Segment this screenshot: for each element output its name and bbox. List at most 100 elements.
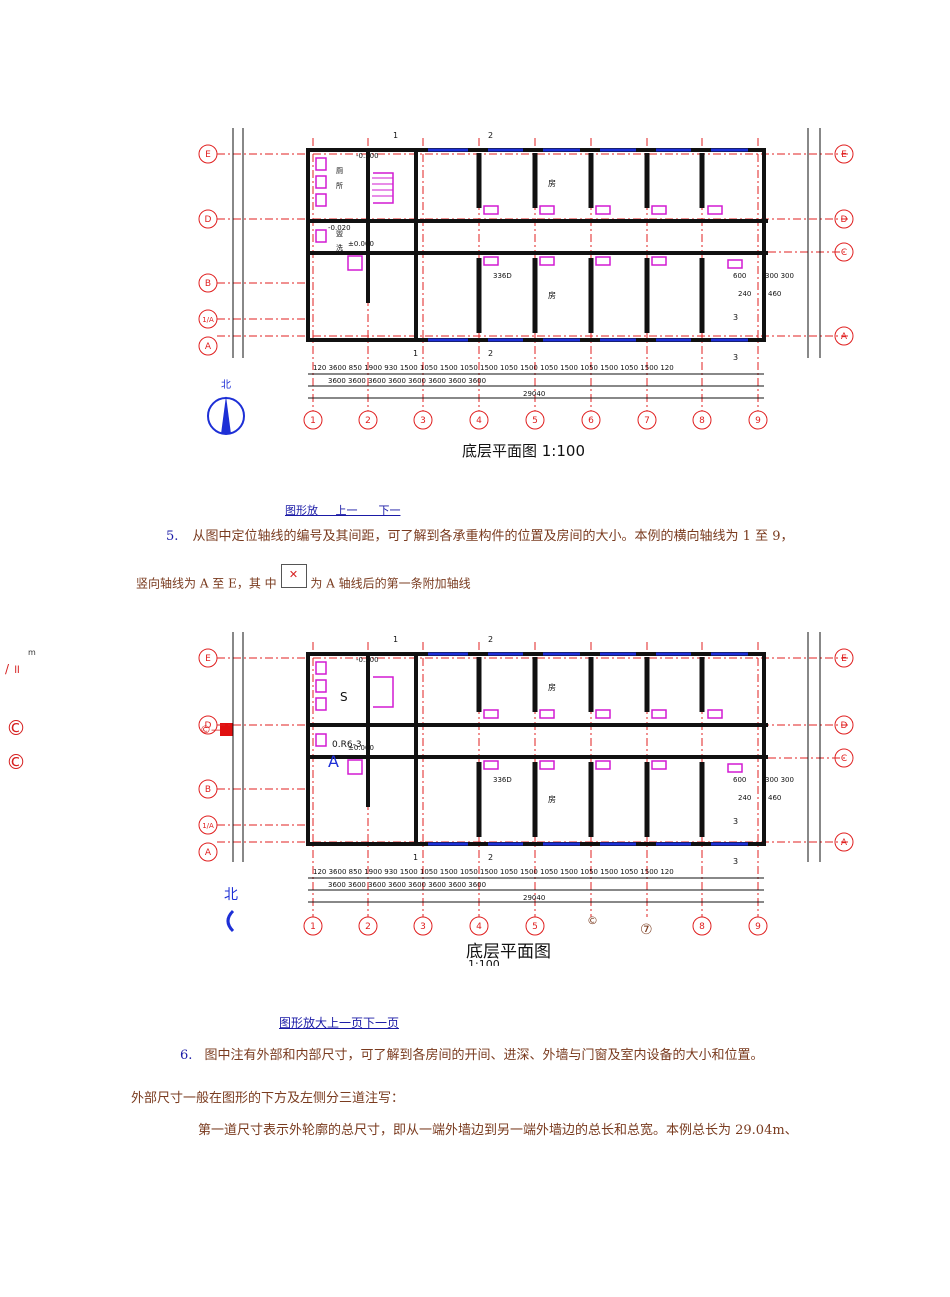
svg-text:E: E bbox=[205, 654, 211, 664]
svg-text:8: 8 bbox=[699, 922, 705, 932]
svg-text:D: D bbox=[205, 721, 212, 731]
svg-text:600: 600 bbox=[733, 272, 746, 280]
paragraph-8: 第一道尺寸表示外轮廓的总尺寸，即从一端外墙边到另一端外墙边的总长和总宽。本例总长… bbox=[198, 1123, 798, 1138]
svg-text:29040: 29040 bbox=[523, 894, 545, 902]
paragraph-6: 6. 图中注有外部和内部尺寸，可了解到各房间的开间、进深、外墙与门窗及室内设备的… bbox=[180, 1044, 764, 1063]
svg-text:E: E bbox=[841, 150, 847, 160]
svg-text:3: 3 bbox=[420, 416, 426, 426]
svg-text:2: 2 bbox=[365, 416, 371, 426]
svg-text:2: 2 bbox=[365, 922, 371, 932]
svg-text:240: 240 bbox=[738, 290, 751, 298]
north-arc-icon bbox=[226, 909, 235, 933]
svg-text:460: 460 bbox=[768, 290, 781, 298]
svg-text:3: 3 bbox=[733, 817, 738, 826]
plan2-title: 底层平面图 bbox=[466, 942, 551, 962]
para5-text: 从图中定位轴线的编号及其间距，可了解到各承重构件的位置及房间的大小。本例的横向轴… bbox=[192, 529, 794, 544]
svg-text:E: E bbox=[841, 654, 847, 664]
svg-text:5: 5 bbox=[532, 416, 538, 426]
plan2-north: 北 bbox=[224, 887, 238, 903]
svg-text:所: 所 bbox=[336, 181, 343, 190]
svg-text:E: E bbox=[205, 150, 211, 160]
plan1-room-toilet: 厕 bbox=[336, 167, 343, 175]
svg-text:3: 3 bbox=[733, 857, 738, 866]
svg-text:-0.300: -0.300 bbox=[356, 656, 379, 664]
plan2-label-1: 0.R6-3 bbox=[332, 740, 362, 750]
svg-text:120 3600 850 1900 930 15: 120 3600 850 1900 930 1500 1050 1500 105… bbox=[313, 364, 674, 372]
axis-1A-image-icon: ✕ bbox=[280, 564, 307, 588]
svg-text:7: 7 bbox=[644, 416, 650, 426]
svg-text:北: 北 bbox=[221, 379, 231, 391]
svg-text:B: B bbox=[205, 785, 211, 795]
nav2-link[interactable]: 图形放大上一页下一页 bbox=[279, 1016, 400, 1030]
svg-text:600: 600 bbox=[733, 776, 746, 784]
para6-number: 6. bbox=[180, 1048, 193, 1063]
svg-text:3: 3 bbox=[733, 353, 738, 362]
svg-text:2: 2 bbox=[488, 853, 493, 862]
para5b-before: 竖向轴线为 A 至 E，其 中 bbox=[136, 576, 277, 591]
svg-text:6: 6 bbox=[588, 416, 594, 426]
paragraph-5: 5. 从图中定位轴线的编号及其间距，可了解到各承重构件的位置及房间的大小。本例的… bbox=[166, 525, 794, 544]
side-mark-b: m bbox=[28, 648, 36, 657]
svg-text:A: A bbox=[841, 838, 848, 848]
svg-text:1: 1 bbox=[310, 416, 316, 426]
svg-text:D: D bbox=[841, 215, 848, 225]
svg-text:盥: 盥 bbox=[336, 229, 343, 238]
paragraph-7: 外部尺寸一般在图形的下方及左侧分三道注写： bbox=[131, 1091, 405, 1106]
svg-text:房: 房 bbox=[548, 290, 556, 300]
nav1-link[interactable]: 图形放 上一 下一 bbox=[285, 504, 401, 517]
svg-text:5: 5 bbox=[532, 922, 538, 932]
plan2-label-4: © bbox=[587, 914, 598, 927]
north-arrow-icon: 北 bbox=[207, 379, 245, 435]
svg-text:9: 9 bbox=[755, 416, 761, 426]
svg-text:房: 房 bbox=[548, 178, 556, 188]
svg-text:房: 房 bbox=[548, 682, 556, 692]
svg-text:300 300: 300 300 bbox=[765, 776, 794, 784]
svg-text:120 3600 850 1900 930 15: 120 3600 850 1900 930 1500 1050 1500 105… bbox=[313, 868, 674, 876]
svg-text:3600 3600 3: 3600 3600 3600 3600 3600 3600 3600 3600 bbox=[328, 377, 486, 385]
svg-text:1: 1 bbox=[393, 635, 398, 644]
svg-text:1/A: 1/A bbox=[202, 822, 214, 830]
svg-text:±0.000: ±0.000 bbox=[348, 240, 374, 248]
svg-text:D: D bbox=[205, 215, 212, 225]
floor-plan-1: 厕 所 盥洗 房 房 336D -0.300 ±0.000 -0.020 600… bbox=[188, 118, 868, 458]
paragraph-5b: 竖向轴线为 A 至 E，其 中 ✕ 为 A 轴线后的第一条附加轴线 bbox=[136, 564, 471, 596]
svg-text:房: 房 bbox=[548, 794, 556, 804]
svg-text:-0.020: -0.020 bbox=[328, 224, 351, 232]
svg-text:336D: 336D bbox=[493, 776, 512, 784]
svg-text:B: B bbox=[205, 279, 211, 289]
plan2-label-5: ⑦ bbox=[640, 922, 653, 938]
svg-text:洗: 洗 bbox=[336, 243, 343, 252]
svg-text:336D: 336D bbox=[493, 272, 512, 280]
svg-text:C: C bbox=[841, 754, 847, 764]
svg-text:29040: 29040 bbox=[523, 390, 545, 398]
plan2-label-2: S bbox=[340, 690, 348, 704]
svg-text:±0.000: ±0.000 bbox=[348, 744, 374, 752]
svg-text:A: A bbox=[205, 342, 212, 352]
para5b-after: 为 A 轴线后的第一条附加轴线 bbox=[310, 576, 471, 591]
para6-text: 图中注有外部和内部尺寸，可了解到各房间的开间、进深、外墙与门窗及室内设备的大小和… bbox=[204, 1048, 764, 1063]
svg-text:1/A: 1/A bbox=[202, 316, 214, 324]
svg-text:3: 3 bbox=[733, 313, 738, 322]
side-mark-a: / ॥ bbox=[5, 662, 21, 676]
svg-text:460: 460 bbox=[768, 794, 781, 802]
svg-text:A: A bbox=[205, 848, 212, 858]
svg-text:-0.300: -0.300 bbox=[356, 152, 379, 160]
side-mark-d: © bbox=[6, 750, 26, 774]
svg-text:300 300: 300 300 bbox=[765, 272, 794, 280]
para5-number: 5. bbox=[166, 529, 179, 544]
svg-text:D: D bbox=[841, 721, 848, 731]
side-mark-c: © bbox=[6, 716, 26, 740]
svg-text:2: 2 bbox=[488, 635, 493, 644]
svg-text:3600 3600 3: 3600 3600 3600 3600 3600 3600 3600 3600 bbox=[328, 881, 486, 889]
svg-text:A: A bbox=[841, 332, 848, 342]
svg-text:4: 4 bbox=[476, 922, 482, 932]
svg-text:240: 240 bbox=[738, 794, 751, 802]
svg-text:2: 2 bbox=[488, 349, 493, 358]
floor-plan-2-drawing: 房 房 336D -0.300 ±0.000 600 300 300 240 460… bbox=[198, 632, 854, 936]
plan2-scale: 1:100 bbox=[468, 958, 500, 966]
plan2-label-3: A bbox=[328, 752, 339, 771]
svg-text:8: 8 bbox=[699, 416, 705, 426]
svg-text:C: C bbox=[841, 248, 847, 258]
plan1-title: 底层平面图 1:100 bbox=[462, 442, 585, 460]
floor-plan-2: 房 房 336D -0.300 ±0.000 600 300 300 240 460… bbox=[188, 626, 868, 966]
